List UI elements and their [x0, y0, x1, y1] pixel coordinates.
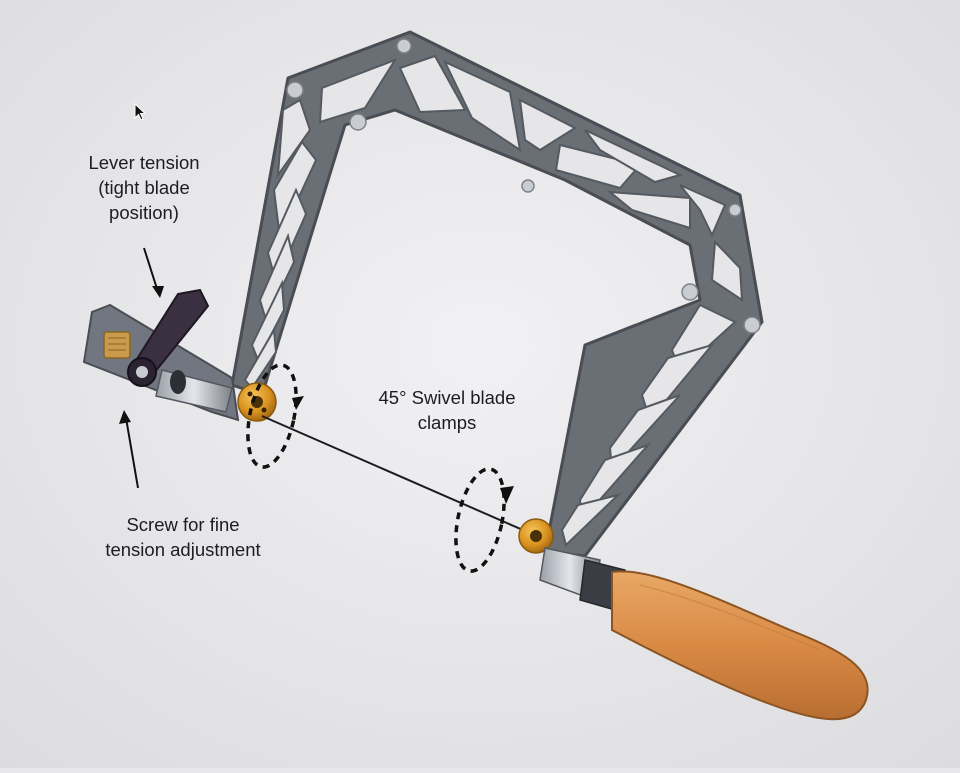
mouse-pointer-icon	[134, 103, 147, 121]
screw-arrow	[119, 410, 139, 489]
rotation-arrow-icon-right	[454, 467, 514, 573]
lever-tension-label: Lever tension (tight blade position)	[64, 150, 224, 225]
tension-lever	[127, 288, 210, 387]
saw-frame	[82, 30, 764, 558]
screw-adjustment-label: Screw for fine tension adjustment	[78, 512, 288, 562]
tension-screw	[103, 331, 131, 359]
screw-adjustment-line-2: tension adjustment	[105, 539, 261, 560]
screw-adjustment-line-1: Screw for fine	[126, 514, 240, 535]
rotation-arrow-icon-left	[246, 363, 304, 469]
swivel-clamps-label: 45° Swivel blade clamps	[352, 385, 542, 435]
left-clamp	[155, 369, 277, 422]
saw-blade	[261, 415, 533, 535]
lever-tension-line-2: (tight blade	[98, 177, 190, 198]
wooden-handle	[611, 570, 869, 721]
lever-tension-line-1: Lever tension	[88, 152, 200, 173]
lever-arrow	[143, 247, 164, 298]
lever-tension-line-3: position)	[109, 202, 179, 223]
swivel-clamps-line-2: clamps	[417, 412, 477, 433]
swivel-clamps-line-1: 45° Swivel blade	[378, 387, 516, 408]
